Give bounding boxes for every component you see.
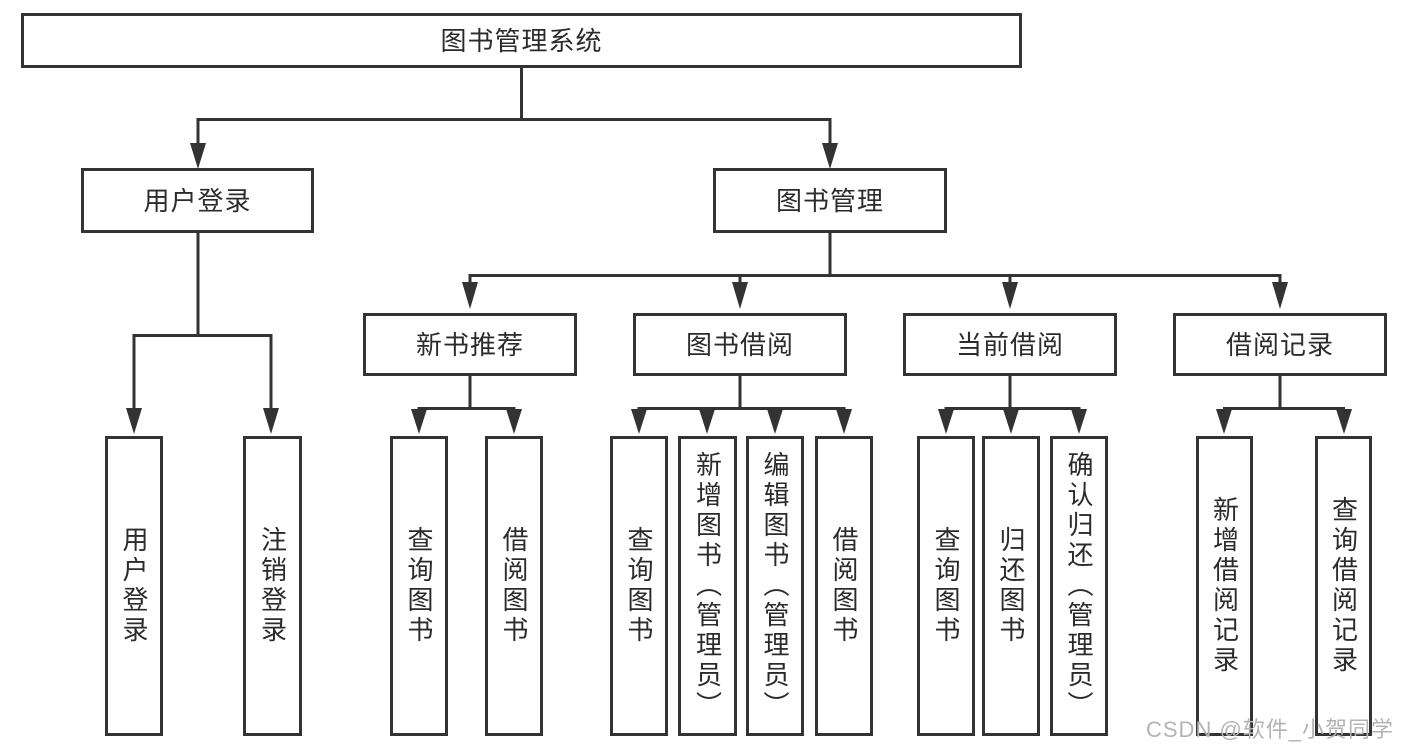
node-func-br-add-record: 新增借阅记录 — [1196, 436, 1253, 736]
node-func-nb-borrow-books-label: 借阅图书 — [499, 526, 529, 646]
node-func-br-add-record-label: 新增借阅记录 — [1209, 496, 1240, 676]
node-root: 图书管理系统 — [21, 13, 1022, 68]
node-func-user-login-label: 用户登录 — [119, 526, 149, 646]
arrowheads — [126, 143, 1352, 434]
node-func-bb-edit-books: 编辑图书（管理员） — [746, 436, 804, 736]
node-new-books: 新书推荐 — [363, 313, 577, 376]
node-func-bb-query-books: 查询图书 — [610, 436, 668, 736]
arrow-down-icon — [1002, 282, 1018, 309]
node-func-bb-edit-books-label: 编辑图书（管理员） — [760, 451, 790, 721]
node-func-logout-label: 注销登录 — [257, 526, 288, 646]
node-func-nb-query-books: 查询图书 — [390, 436, 448, 736]
node-func-br-query-record-label: 查询借阅记录 — [1328, 496, 1359, 676]
arrow-down-icon — [411, 409, 427, 434]
node-user-login-branch: 用户登录 — [81, 168, 314, 233]
node-book-borrow-label: 图书借阅 — [685, 329, 794, 360]
node-current-borrow: 当前借阅 — [903, 313, 1117, 376]
arrow-down-icon — [190, 143, 206, 169]
arrow-down-icon — [1336, 409, 1352, 434]
node-func-nb-borrow-books: 借阅图书 — [485, 436, 543, 736]
arrow-down-icon — [732, 282, 748, 309]
watermark: CSDN @软件_小贺同学 — [1146, 717, 1395, 742]
arrow-down-icon — [767, 409, 783, 434]
node-func-cb-return-books-label: 归还图书 — [996, 526, 1026, 646]
node-func-bb-add-books-label: 新增图书（管理员） — [692, 451, 723, 721]
node-book-mgmt-branch: 图书管理 — [713, 168, 947, 233]
node-func-logout: 注销登录 — [243, 436, 302, 736]
connector-paths — [132, 68, 1345, 410]
node-borrow-records: 借阅记录 — [1173, 313, 1387, 376]
arrow-down-icon — [263, 408, 279, 434]
node-func-nb-query-books-label: 查询图书 — [404, 526, 434, 646]
arrow-down-icon — [1216, 409, 1232, 434]
arrow-down-icon — [1071, 409, 1087, 434]
node-func-cb-confirm-return-label: 确认归还（管理员） — [1064, 451, 1094, 721]
node-func-user-login: 用户登录 — [105, 436, 163, 736]
node-func-bb-borrow-books-label: 借阅图书 — [829, 526, 859, 646]
arrow-down-icon — [1003, 409, 1019, 434]
node-book-mgmt-branch-label: 图书管理 — [775, 185, 884, 216]
arrow-down-icon — [699, 409, 715, 434]
arrow-down-icon — [506, 409, 522, 434]
arrow-down-icon — [462, 282, 478, 309]
node-current-borrow-label: 当前借阅 — [955, 329, 1064, 360]
node-func-cb-query-books: 查询图书 — [917, 436, 975, 736]
arrow-down-icon — [938, 409, 954, 434]
node-func-bb-borrow-books: 借阅图书 — [815, 436, 873, 736]
arrow-down-icon — [126, 408, 142, 434]
node-root-label: 图书管理系统 — [440, 25, 603, 56]
arrow-down-icon — [836, 409, 852, 434]
arrow-down-icon — [631, 409, 647, 434]
node-func-bb-add-books: 新增图书（管理员） — [678, 436, 737, 736]
node-func-br-query-record: 查询借阅记录 — [1315, 436, 1372, 736]
node-func-cb-query-books-label: 查询图书 — [931, 526, 961, 646]
node-func-cb-confirm-return: 确认归还（管理员） — [1050, 436, 1108, 736]
node-func-cb-return-books: 归还图书 — [982, 436, 1040, 736]
node-new-books-label: 新书推荐 — [415, 329, 524, 360]
arrow-down-icon — [822, 143, 838, 169]
node-func-bb-query-books-label: 查询图书 — [624, 526, 654, 646]
node-borrow-records-label: 借阅记录 — [1225, 329, 1334, 360]
node-user-login-branch-label: 用户登录 — [143, 185, 252, 216]
arrow-down-icon — [1272, 282, 1288, 309]
node-book-borrow: 图书借阅 — [633, 313, 847, 376]
